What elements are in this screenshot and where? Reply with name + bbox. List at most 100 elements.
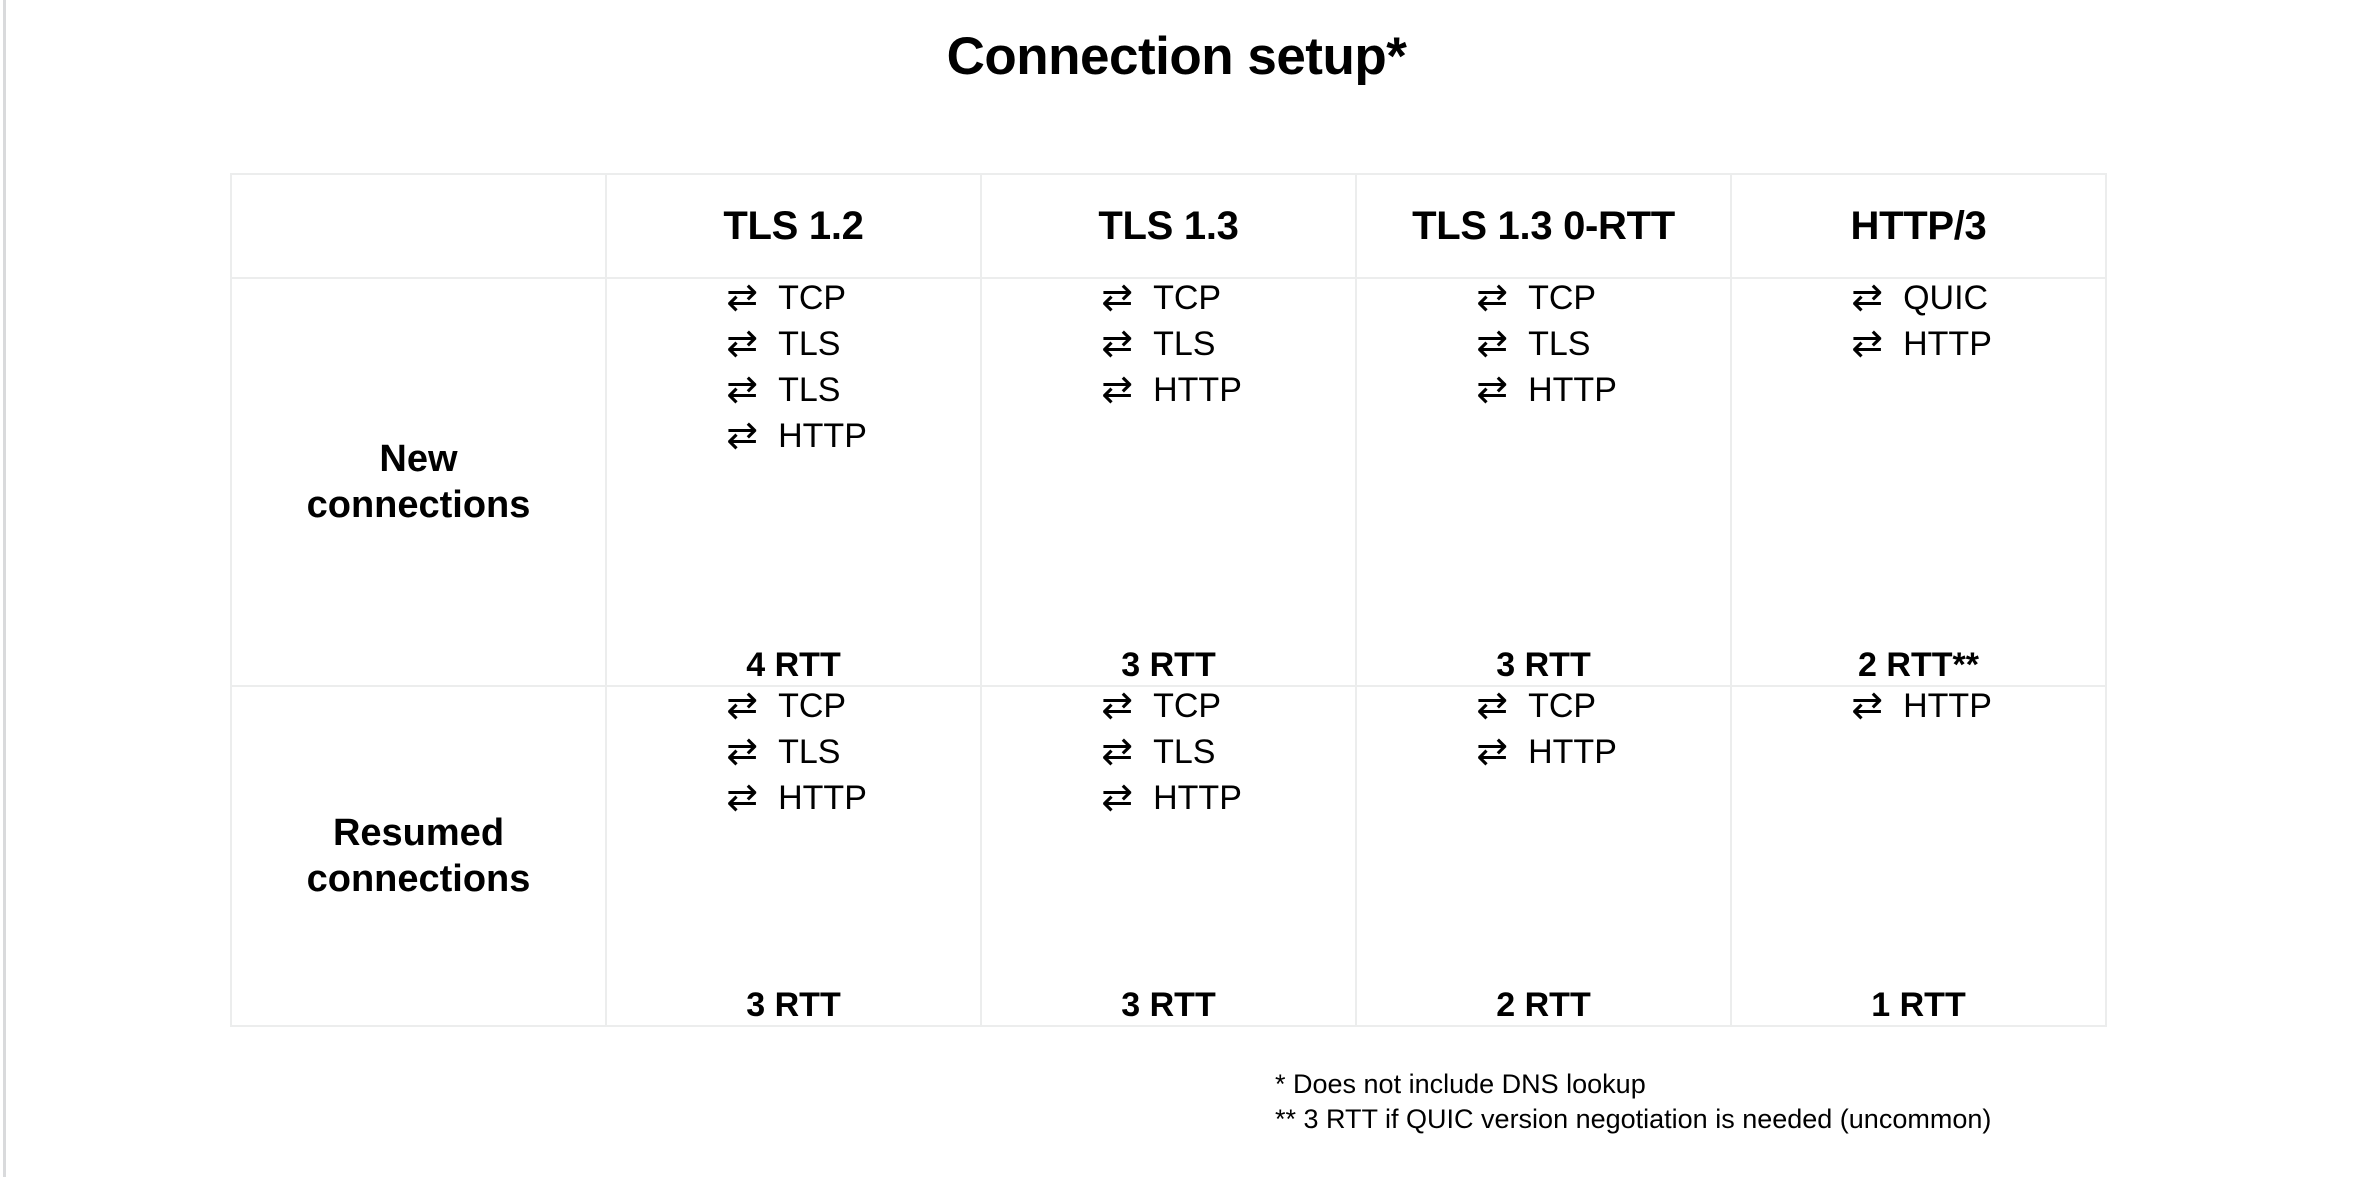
step-item: ⇄ HTTP (1095, 779, 1242, 817)
step-item: ⇄ TLS (720, 733, 840, 771)
exchange-arrow-icon: ⇄ (1101, 685, 1134, 727)
exchange-arrow-icon: ⇄ (1101, 323, 1134, 365)
exchange-arrow-icon: ⇄ (1101, 369, 1134, 411)
cell-new-tls13-0rtt: ⇄ TCP ⇄ TLS ⇄ HTTP 3 RTT (1355, 277, 1732, 687)
step-item: ⇄ TLS (720, 371, 840, 409)
cell-new-tls13: ⇄ TCP ⇄ TLS ⇄ HTTP 3 RTT (980, 277, 1357, 687)
step-label: HTTP (1528, 733, 1617, 771)
step-label: HTTP (1153, 371, 1242, 409)
cell-resumed-tls12: ⇄ TCP ⇄ TLS ⇄ HTTP 3 RTT (605, 685, 982, 1027)
step-item: ⇄ TLS (720, 325, 840, 363)
connection-setup-table: TLS 1.2 TLS 1.3 TLS 1.3 0-RTT HTTP/3 New… (230, 173, 2107, 1027)
cell-new-http3: ⇄ QUIC ⇄ HTTP 2 RTT** (1730, 277, 2107, 687)
footnote-single-asterisk: * Does not include DNS lookup (1275, 1069, 1646, 1099)
step-item: ⇄ HTTP (1845, 687, 1992, 725)
step-item: ⇄ TLS (1095, 325, 1215, 363)
step-label: HTTP (1903, 687, 1992, 725)
step-label: TLS (1153, 325, 1216, 363)
row-label-resumed-connections: Resumed connections (230, 685, 607, 1027)
step-list: ⇄ TCP ⇄ HTTP (1470, 687, 1617, 771)
exchange-arrow-icon: ⇄ (1476, 277, 1509, 319)
step-item: ⇄ TCP (1470, 687, 1596, 725)
cell-new-tls12: ⇄ TCP ⇄ TLS ⇄ TLS ⇄ HTTP (605, 277, 982, 687)
page-left-edge-rule (3, 0, 6, 1177)
exchange-arrow-icon: ⇄ (1101, 277, 1134, 319)
exchange-arrow-icon: ⇄ (1101, 731, 1134, 773)
rtt-total: 1 RTT (1871, 986, 1966, 1024)
page-title: Connection setup* (946, 27, 1407, 86)
rtt-total: 2 RTT** (1858, 646, 1979, 684)
step-label: HTTP (778, 417, 867, 455)
step-item: ⇄ TCP (1470, 279, 1596, 317)
step-list: ⇄ TCP ⇄ TLS ⇄ TLS ⇄ HTTP (720, 279, 867, 455)
step-label: HTTP (1903, 325, 1992, 363)
step-list: ⇄ TCP ⇄ TLS ⇄ HTTP (1095, 279, 1242, 409)
column-header-tls13: TLS 1.3 (980, 173, 1357, 279)
step-item: ⇄ TLS (1095, 733, 1215, 771)
step-item: ⇄ HTTP (1470, 371, 1617, 409)
rtt-total: 4 RTT (746, 646, 841, 684)
exchange-arrow-icon: ⇄ (726, 415, 759, 457)
rtt-total: 3 RTT (1121, 986, 1216, 1024)
step-list: ⇄ QUIC ⇄ HTTP (1845, 279, 1992, 363)
exchange-arrow-icon: ⇄ (726, 685, 759, 727)
column-header-tls13-0rtt: TLS 1.3 0-RTT (1355, 173, 1732, 279)
column-header-tls12: TLS 1.2 (605, 173, 982, 279)
exchange-arrow-icon: ⇄ (1851, 277, 1884, 319)
step-item: ⇄ HTTP (1470, 733, 1617, 771)
exchange-arrow-icon: ⇄ (1476, 731, 1509, 773)
step-label: TLS (778, 733, 841, 771)
exchange-arrow-icon: ⇄ (1851, 323, 1884, 365)
exchange-arrow-icon: ⇄ (726, 731, 759, 773)
step-label: TLS (778, 325, 841, 363)
exchange-arrow-icon: ⇄ (1851, 685, 1884, 727)
exchange-arrow-icon: ⇄ (726, 369, 759, 411)
step-label: TCP (1153, 687, 1222, 725)
step-list: ⇄ TCP ⇄ TLS ⇄ HTTP (720, 687, 867, 817)
table-row-new-connections: New connections ⇄ TCP ⇄ TLS ⇄ (230, 277, 2107, 687)
step-item: ⇄ HTTP (720, 779, 867, 817)
exchange-arrow-icon: ⇄ (1101, 777, 1134, 819)
table-header-row: TLS 1.2 TLS 1.3 TLS 1.3 0-RTT HTTP/3 (230, 173, 2107, 279)
step-item: ⇄ HTTP (720, 417, 867, 455)
exchange-arrow-icon: ⇄ (726, 277, 759, 319)
step-label: TLS (1153, 733, 1216, 771)
rtt-total: 3 RTT (746, 986, 841, 1024)
step-label: TCP (1153, 279, 1222, 317)
step-item: ⇄ TLS (1470, 325, 1590, 363)
step-label: TLS (778, 371, 841, 409)
step-label: HTTP (778, 779, 867, 817)
rtt-total: 3 RTT (1121, 646, 1216, 684)
step-list: ⇄ TCP ⇄ TLS ⇄ HTTP (1470, 279, 1617, 409)
column-header-http3: HTTP/3 (1730, 173, 2107, 279)
step-item: ⇄ TCP (1095, 279, 1221, 317)
step-label: TCP (778, 279, 847, 317)
step-list: ⇄ TCP ⇄ TLS ⇄ HTTP (1095, 687, 1242, 817)
exchange-arrow-icon: ⇄ (726, 323, 759, 365)
exchange-arrow-icon: ⇄ (1476, 685, 1509, 727)
rtt-total: 3 RTT (1496, 646, 1591, 684)
step-item: ⇄ HTTP (1095, 371, 1242, 409)
step-label: HTTP (1528, 371, 1617, 409)
step-label: HTTP (1153, 779, 1242, 817)
exchange-arrow-icon: ⇄ (1476, 323, 1509, 365)
step-label: TCP (1528, 687, 1597, 725)
exchange-arrow-icon: ⇄ (726, 777, 759, 819)
exchange-arrow-icon: ⇄ (1476, 369, 1509, 411)
step-label: TLS (1528, 325, 1591, 363)
step-item: ⇄ TCP (1095, 687, 1221, 725)
step-label: TCP (778, 687, 847, 725)
row-label-new-connections: New connections (230, 277, 607, 687)
rtt-total: 2 RTT (1496, 986, 1591, 1024)
step-list: ⇄ HTTP (1845, 687, 1992, 725)
step-item: ⇄ TCP (720, 279, 846, 317)
step-label: QUIC (1903, 279, 1989, 317)
cell-resumed-http3: ⇄ HTTP 1 RTT (1730, 685, 2107, 1027)
step-item: ⇄ TCP (720, 687, 846, 725)
table-corner-cell (230, 173, 607, 279)
step-item: ⇄ HTTP (1845, 325, 1992, 363)
step-label: TCP (1528, 279, 1597, 317)
table-row-resumed-connections: Resumed connections ⇄ TCP ⇄ TLS ⇄ (230, 685, 2107, 1027)
cell-resumed-tls13: ⇄ TCP ⇄ TLS ⇄ HTTP 3 RTT (980, 685, 1357, 1027)
cell-resumed-tls13-0rtt: ⇄ TCP ⇄ HTTP 2 RTT (1355, 685, 1732, 1027)
